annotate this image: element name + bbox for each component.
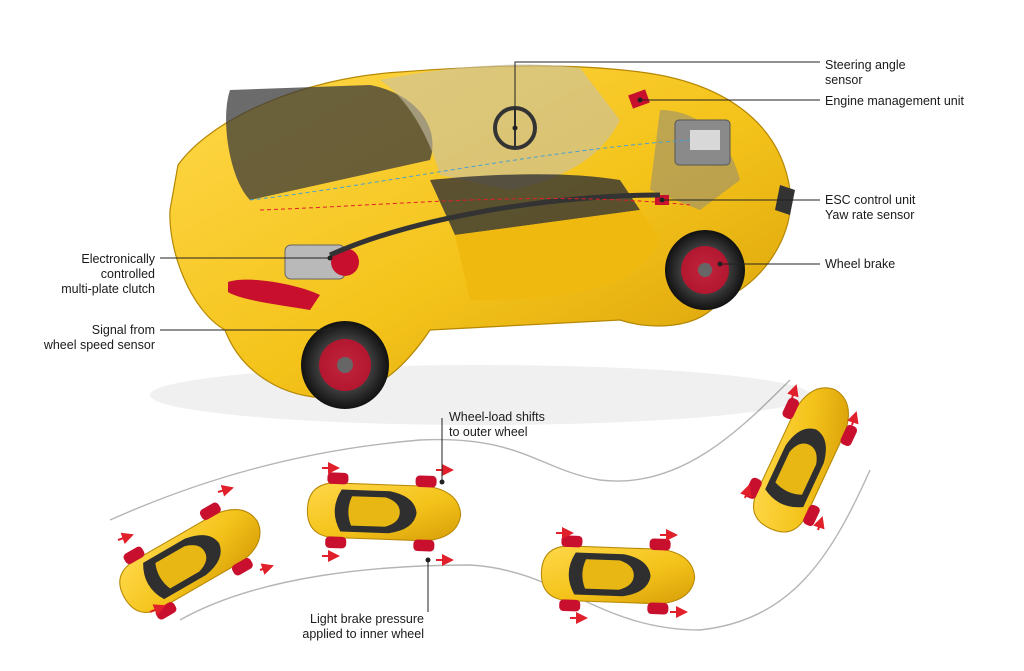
- force-arrows: [117, 384, 859, 624]
- top-view-car-2: [305, 471, 463, 554]
- label-steering-angle-sensor: Steering angle sensor: [825, 58, 906, 87]
- top-view-car-3: [539, 534, 697, 617]
- leader-lines: [160, 61, 820, 612]
- leader-dots: [327, 97, 723, 563]
- engine-block: [674, 119, 731, 166]
- top-view-car-1: [105, 487, 277, 632]
- label-wheel-brake: Wheel brake: [825, 257, 896, 271]
- front-wheel: [665, 230, 745, 310]
- label-wheel-speed-sensor: Signal from wheel speed sensor: [43, 323, 155, 352]
- rear-wheel: [301, 321, 389, 409]
- label-engine-management-unit: Engine management unit: [825, 94, 964, 108]
- main-car-cutaway: [150, 64, 810, 425]
- label-wheel-load-shifts: Wheel-load shifts to outer wheel: [449, 410, 545, 439]
- label-light-brake-pressure: Light brake pressure applied to inner wh…: [302, 612, 424, 641]
- label-esc-control-unit: ESC control unit Yaw rate sensor: [825, 193, 916, 222]
- label-multi-plate-clutch: Electronically controlled multi-plate cl…: [61, 252, 155, 296]
